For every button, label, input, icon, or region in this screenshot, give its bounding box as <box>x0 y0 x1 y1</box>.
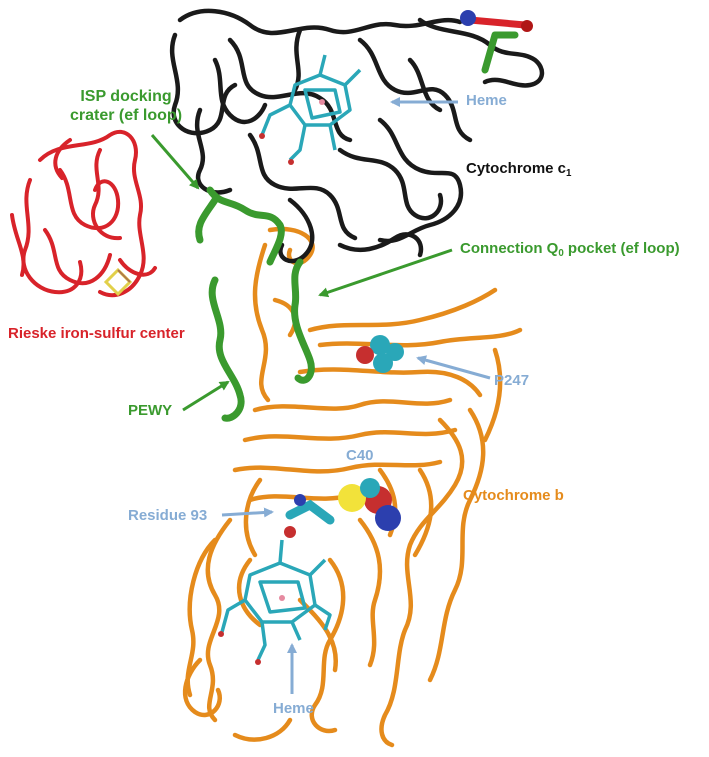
rieske-ribbon <box>10 129 157 298</box>
cytochrome-b-ribbon <box>182 226 523 748</box>
c40-model <box>338 478 401 531</box>
arrow-residue-93 <box>221 507 274 518</box>
label-isp-docking-line2: crater (ef loop) <box>70 107 183 125</box>
label-connection-q0: Connection Q0 pocket (ef loop) <box>460 240 680 260</box>
arrow-p247 <box>416 355 491 380</box>
label-connection-q0-pre: Connection Q <box>460 240 559 257</box>
label-cytochrome-b: Cytochrome b <box>463 487 564 504</box>
label-isp-docking-line1: ISP docking <box>80 88 172 105</box>
label-isp-docking: ISP docking crater (ef loop) <box>70 87 182 125</box>
annotation-arrows <box>150 97 491 694</box>
label-pewy: PEWY <box>128 402 173 419</box>
label-p247: P247 <box>494 372 530 389</box>
heme-bottom <box>218 539 332 665</box>
label-residue-93: Residue 93 <box>128 507 208 524</box>
terminal-rod <box>460 10 533 32</box>
label-connection-q0-sub: 0 <box>558 248 564 259</box>
p247-model <box>356 335 404 373</box>
label-heme-bottom: Heme <box>273 700 314 717</box>
ef-loop-ribbon <box>195 31 519 422</box>
heme-top <box>259 54 362 165</box>
cytochrome-c1-ribbon <box>169 8 545 264</box>
label-cytochrome-c1-sub: 1 <box>566 168 572 179</box>
label-connection-q0-post: pocket (ef loop) <box>563 240 680 257</box>
arrow-isp-docking <box>150 134 200 190</box>
arrow-pewy <box>182 380 230 412</box>
rieske-cluster <box>103 267 133 297</box>
arrow-connection-q0 <box>318 248 453 298</box>
label-c40: C40 <box>346 447 374 464</box>
label-rieske: Rieske iron-sulfur center <box>8 325 185 342</box>
label-cytochrome-c1: Cytochrome c1 <box>466 160 571 180</box>
residue-93-model <box>284 494 335 538</box>
label-cytochrome-c1-text: Cytochrome c <box>466 160 567 177</box>
label-heme-top: Heme <box>466 92 507 109</box>
